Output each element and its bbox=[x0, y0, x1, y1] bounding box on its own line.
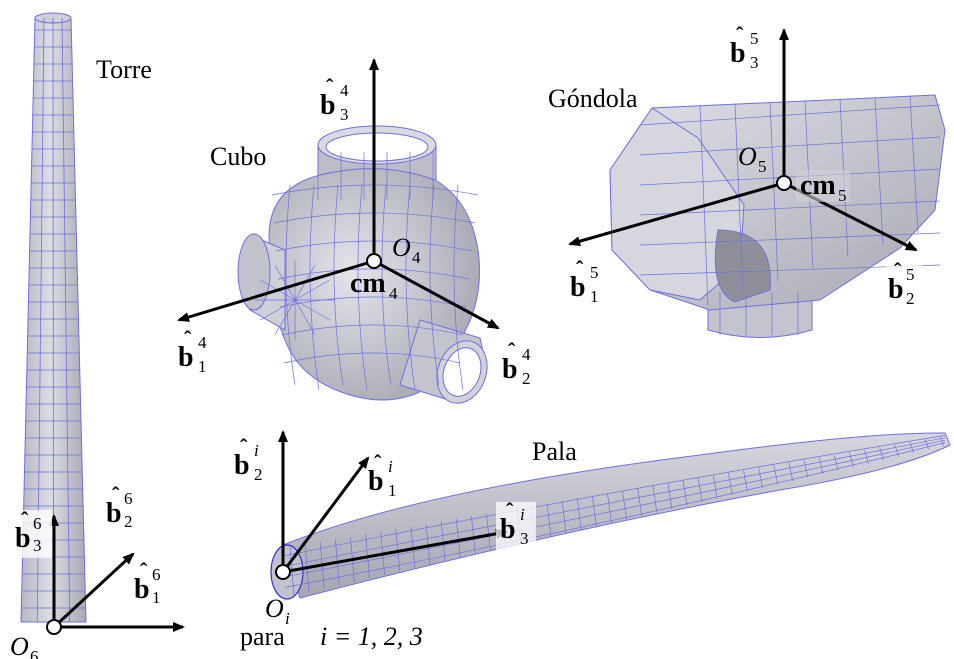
svg-text:ˆ: ˆ bbox=[736, 22, 744, 47]
cm4-label: cm 4 bbox=[350, 268, 398, 303]
svg-text:b: b bbox=[178, 342, 194, 373]
svg-text:4: 4 bbox=[412, 248, 421, 267]
svg-text:ˆ: ˆ bbox=[326, 74, 334, 99]
svg-text:ˆ: ˆ bbox=[374, 450, 382, 475]
svg-text:2: 2 bbox=[124, 512, 133, 531]
origin-o4-marker bbox=[366, 253, 382, 269]
svg-text:1: 1 bbox=[152, 588, 161, 607]
vector-b2-hub: ˆ b 4 2 bbox=[502, 338, 531, 388]
svg-text:5: 5 bbox=[590, 263, 599, 282]
origin-o5-marker bbox=[776, 175, 792, 191]
vector-b2-nacelle: ˆ b 5 2 bbox=[886, 258, 922, 310]
svg-text:5: 5 bbox=[838, 186, 847, 205]
label-pala: Pala bbox=[532, 437, 577, 466]
vector-b3-nacelle: ˆ b 5 3 bbox=[730, 22, 759, 72]
svg-text:3: 3 bbox=[33, 536, 42, 555]
svg-text:3: 3 bbox=[750, 53, 759, 72]
svg-text:b: b bbox=[500, 514, 516, 545]
vector-b1-hub: ˆ b 4 1 bbox=[178, 326, 207, 376]
svg-text:4: 4 bbox=[340, 81, 349, 100]
label-para: para bbox=[240, 622, 285, 651]
svg-text:ˆ: ˆ bbox=[21, 507, 29, 532]
svg-text:O: O bbox=[10, 632, 29, 659]
origin-o5-label: O 5 bbox=[738, 142, 767, 176]
blade-axes bbox=[278, 430, 508, 574]
svg-text:O: O bbox=[738, 142, 757, 171]
svg-text:6: 6 bbox=[30, 647, 39, 659]
svg-text:4: 4 bbox=[522, 345, 531, 364]
svg-text:b: b bbox=[368, 466, 384, 497]
label-cubo: Cubo bbox=[210, 142, 266, 171]
svg-text:ˆ: ˆ bbox=[894, 258, 902, 283]
svg-text:2: 2 bbox=[906, 289, 915, 308]
svg-text:i: i bbox=[388, 457, 393, 476]
svg-text:ˆ: ˆ bbox=[508, 338, 516, 363]
svg-text:3: 3 bbox=[520, 529, 529, 548]
origin-oi-marker bbox=[275, 564, 291, 580]
svg-text:b: b bbox=[570, 272, 586, 303]
origin-oi-label: O i bbox=[265, 594, 290, 628]
svg-text:6: 6 bbox=[33, 514, 42, 533]
svg-text:1: 1 bbox=[388, 481, 397, 500]
svg-text:3: 3 bbox=[340, 105, 349, 124]
vector-b3-tower: ˆ b 6 3 bbox=[14, 507, 52, 558]
svg-text:2: 2 bbox=[522, 369, 531, 388]
tower-body bbox=[20, 12, 87, 623]
vector-b1-nacelle: ˆ b 5 1 bbox=[570, 256, 599, 306]
svg-text:6: 6 bbox=[124, 489, 133, 508]
svg-text:ˆ: ˆ bbox=[576, 256, 584, 281]
svg-text:b: b bbox=[888, 274, 904, 305]
nacelle-body bbox=[609, 94, 946, 338]
svg-text:5: 5 bbox=[758, 157, 767, 176]
svg-text:ˆ: ˆ bbox=[240, 434, 248, 459]
svg-text:1: 1 bbox=[198, 357, 207, 376]
svg-text:i: i bbox=[285, 609, 290, 628]
label-gondola: Góndola bbox=[548, 84, 638, 113]
svg-text:2: 2 bbox=[254, 465, 263, 484]
svg-text:b: b bbox=[234, 450, 250, 481]
svg-text:5: 5 bbox=[906, 265, 915, 284]
svg-text:ˆ: ˆ bbox=[506, 498, 514, 523]
svg-text:O: O bbox=[392, 233, 411, 262]
cm5-label: cm 5 bbox=[796, 170, 850, 205]
svg-text:5: 5 bbox=[750, 29, 759, 48]
svg-text:i: i bbox=[254, 441, 259, 460]
svg-text:b: b bbox=[320, 90, 336, 121]
vector-b1-tower: ˆ b 6 1 bbox=[134, 558, 161, 607]
origin-o6-marker bbox=[46, 619, 62, 635]
vector-b3-blade: ˆ b i 3 bbox=[496, 498, 536, 550]
vector-b2-tower: ˆ b 6 2 bbox=[106, 482, 133, 531]
origin-o4-label: O 4 bbox=[392, 233, 421, 267]
svg-text:b: b bbox=[134, 574, 150, 605]
hub-axes bbox=[177, 58, 500, 330]
svg-text:i: i bbox=[520, 505, 525, 524]
svg-text:b: b bbox=[502, 354, 518, 385]
svg-text:ˆ: ˆ bbox=[184, 326, 192, 351]
svg-text:ˆ: ˆ bbox=[112, 482, 120, 507]
hub-body bbox=[237, 125, 488, 404]
origin-o6-label: O 6 bbox=[10, 632, 39, 659]
svg-text:O: O bbox=[265, 594, 284, 623]
svg-text:4: 4 bbox=[198, 333, 207, 352]
vector-b2-blade: ˆ b i 2 bbox=[234, 434, 263, 484]
svg-text:b: b bbox=[15, 523, 31, 554]
vector-b1-blade: ˆ b i 1 bbox=[368, 450, 397, 500]
blade-body bbox=[270, 432, 951, 600]
svg-text:6: 6 bbox=[152, 565, 161, 584]
svg-text:cm: cm bbox=[800, 170, 836, 201]
svg-text:b: b bbox=[106, 498, 122, 529]
svg-text:b: b bbox=[730, 38, 746, 69]
svg-text:4: 4 bbox=[389, 284, 398, 303]
svg-text:1: 1 bbox=[590, 287, 599, 306]
tower-axes bbox=[49, 514, 185, 632]
svg-text:ˆ: ˆ bbox=[140, 558, 148, 583]
label-iterator: i = 1, 2, 3 bbox=[320, 622, 423, 651]
label-torre: Torre bbox=[96, 55, 152, 84]
svg-text:cm: cm bbox=[350, 268, 386, 299]
vector-b3-hub: ˆ b 4 3 bbox=[320, 74, 349, 124]
